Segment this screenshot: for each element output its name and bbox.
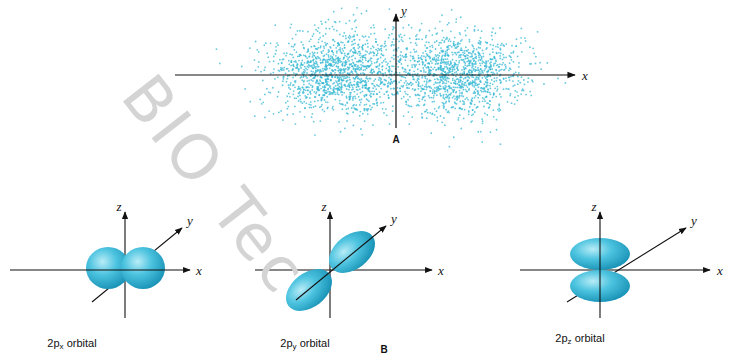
axis-label: y: [187, 214, 193, 227]
panel-letter: B: [380, 345, 387, 355]
axis-label: x: [438, 264, 444, 277]
orbital-caption: 2px orbital: [47, 338, 96, 349]
y-axis: [395, 14, 396, 128]
panel-letter: A: [392, 135, 399, 145]
px-orbital-panel: [10, 212, 190, 318]
axis-label: x: [196, 264, 202, 277]
axis-label: z: [321, 200, 326, 213]
x-axis: [175, 74, 575, 75]
axis-label: x: [582, 69, 588, 82]
axis-label: y: [691, 214, 697, 227]
orbital-caption: 2pz orbital: [555, 333, 604, 344]
axis-label: z: [591, 200, 596, 213]
axis-label: x: [717, 264, 723, 277]
axis-label: y: [391, 212, 397, 225]
orbital-caption: 2py orbital: [280, 338, 329, 349]
electron-cloud: [216, 0, 567, 148]
pz-orbital-panel: [520, 212, 710, 318]
axis-label: y: [401, 4, 407, 17]
axis-label: z: [116, 200, 121, 213]
